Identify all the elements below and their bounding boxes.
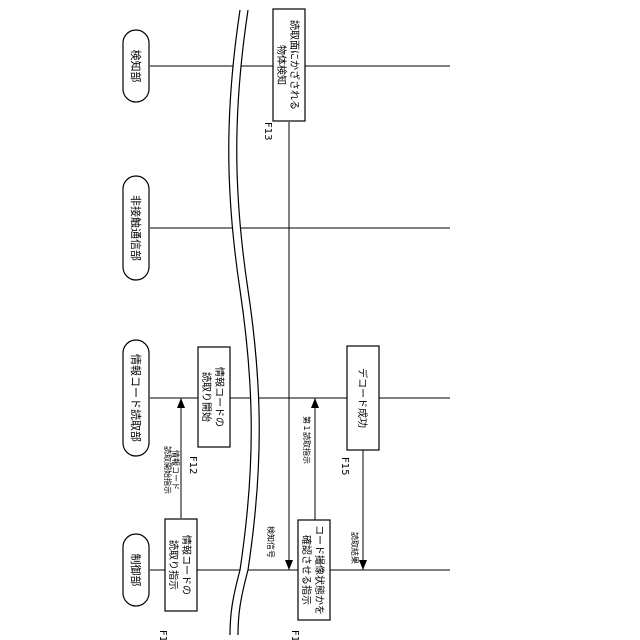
- participant-label: 検知部: [129, 50, 143, 83]
- participant-label: 情報コード読取部: [129, 354, 143, 442]
- svg-text:読取り開始: 読取り開始: [200, 372, 213, 422]
- arrow-detect-signal: [285, 122, 293, 570]
- svg-text:情報コードの: 情報コードの: [213, 367, 226, 427]
- participant-label: 制御部: [129, 554, 143, 587]
- time-break-wave: [229, 10, 260, 635]
- step-f11-box: 情報コードの 読取り指示: [165, 519, 197, 611]
- svg-text:コード撮像状態かを: コード撮像状態かを: [313, 525, 326, 615]
- step-f13-tag: F13: [262, 122, 273, 140]
- participant-label: 非接触通信部: [129, 195, 143, 261]
- message-read-start-line2: 読取開始指示: [163, 446, 173, 494]
- participant-nfc: 非接触通信部: [123, 176, 149, 280]
- svg-text:確認させる指示: 確認させる指示: [300, 535, 313, 605]
- participant-control: 制御部: [123, 534, 149, 606]
- step-f15-box: デコード成功: [347, 346, 379, 450]
- svg-text:読取面にかざされる: 読取面にかざされる: [288, 20, 301, 110]
- svg-text:情報コードの: 情報コードの: [180, 535, 193, 595]
- message-first-read-instruction: 第１読取指示: [302, 416, 312, 464]
- arrow-first-read-instruction: [311, 398, 319, 520]
- participant-detector: 検知部: [123, 30, 149, 102]
- svg-text:デコード成功: デコード成功: [356, 368, 369, 428]
- step-f11-tag: F11: [157, 630, 168, 640]
- participant-reader: 情報コード読取部: [123, 340, 149, 456]
- step-f12-tag: F12: [187, 456, 198, 474]
- svg-text:物体検知: 物体検知: [275, 45, 288, 85]
- step-f14-tag: F14: [289, 630, 300, 640]
- message-read-result: 読取結果: [350, 532, 360, 564]
- message-detect-signal: 検知信号: [266, 526, 276, 558]
- step-f13-box: 読取面にかざされる 物体検知: [273, 9, 305, 121]
- step-f14-box: コード撮像状態かを 確認させる指示: [298, 520, 330, 620]
- svg-text:読取り指示: 読取り指示: [167, 540, 180, 590]
- step-f15-tag: F15: [339, 457, 350, 475]
- arrow-read-result: [359, 450, 367, 570]
- step-f12-box: 情報コードの 読取り開始: [198, 347, 230, 447]
